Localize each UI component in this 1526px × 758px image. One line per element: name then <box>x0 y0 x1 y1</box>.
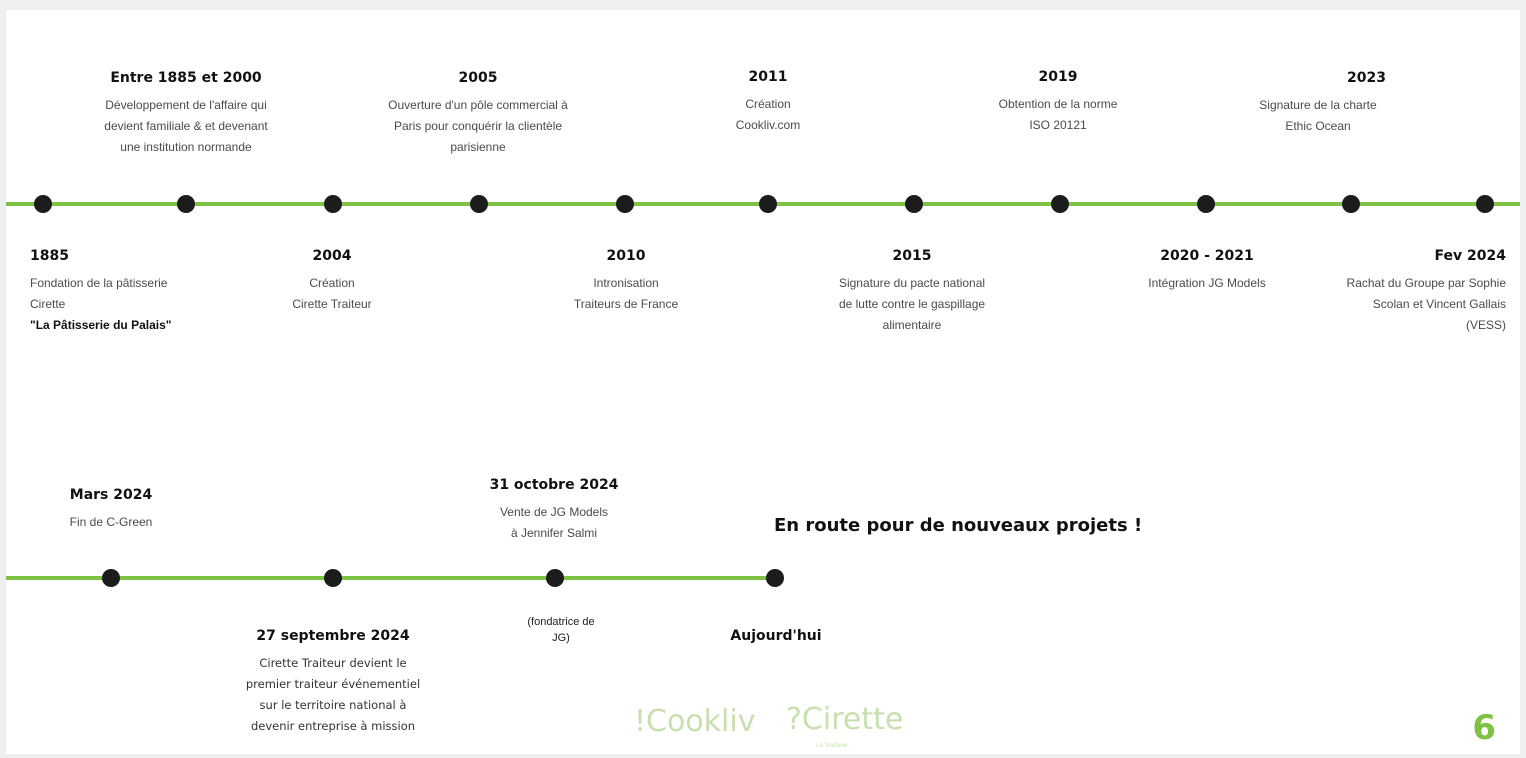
event-text: Intégration JG Models <box>1148 276 1266 290</box>
event-fev-2024: Fev 2024 Rachat du Groupe par Sophie Sco… <box>1306 246 1506 336</box>
event-highlight: "La Pâtisserie du Palais" <box>30 318 172 332</box>
event-text: Cirette Traiteur devient le premier trai… <box>245 656 421 733</box>
event-year: Mars 2024 <box>69 487 153 503</box>
timeline-dot <box>1476 195 1494 213</box>
event-year: 2015 <box>892 248 932 264</box>
event-27-septembre-2024: 27 septembre 2024 Cirette Traiteur devie… <box>218 626 448 737</box>
timeline-dot <box>905 195 923 213</box>
event-2004: 2004 Création Cirette Traiteur <box>262 246 402 315</box>
event-2005: 2005 Ouverture d'un pôle commercial à Pa… <box>368 68 588 158</box>
event-text: Fondation de la pâtisserie Cirette <box>30 276 168 311</box>
event-year: Aujourd'hui <box>730 628 822 644</box>
event-year: 2005 <box>458 70 498 86</box>
event-text: Signature de la charte Ethic Ocean <box>1259 98 1377 133</box>
timeline-dot <box>102 569 120 587</box>
timeline-dot <box>616 195 634 213</box>
event-year: 2019 <box>1038 69 1078 85</box>
cookliv-logo: !Cookliv <box>634 704 756 739</box>
event-text: Création Cookliv.com <box>735 97 801 132</box>
timeline-dot <box>1197 195 1215 213</box>
note-fondatrice: (fondatrice de JG) <box>527 616 595 644</box>
event-2020-2021: 2020 - 2021 Intégration JG Models <box>1122 246 1292 294</box>
event-year: 2011 <box>748 69 788 85</box>
timeline-dot <box>34 195 52 213</box>
event-text: Fin de C-Green <box>69 515 153 529</box>
event-year: Entre 1885 et 2000 <box>110 70 262 86</box>
event-year: 2004 <box>312 248 352 264</box>
timeline-dot <box>324 195 342 213</box>
page-number: 6 <box>1472 708 1496 748</box>
tagline: En route pour de nouveaux projets ! <box>774 515 1143 536</box>
timeline-dot <box>177 195 195 213</box>
cirette-logo-subtitle: Le Traiteur <box>816 742 848 749</box>
event-text: Rachat du Groupe par Sophie Scolan et Vi… <box>1346 276 1506 332</box>
event-2010: 2010 Intronisation Traiteurs de France <box>546 246 706 315</box>
timeline-dot <box>1051 195 1069 213</box>
event-2011: 2011 Création Cookliv.com <box>698 67 838 136</box>
event-text: Création Cirette Traiteur <box>292 276 372 311</box>
event-year: 2020 - 2021 <box>1160 248 1254 264</box>
event-2019: 2019 Obtention de la norme ISO 20121 <box>978 67 1138 136</box>
event-text: Obtention de la norme ISO 20121 <box>998 97 1118 132</box>
event-year: 1885 <box>30 248 69 264</box>
event-year: 2010 <box>606 248 646 264</box>
event-year: 31 octobre 2024 <box>489 477 619 493</box>
event-year: 27 septembre 2024 <box>256 628 410 644</box>
timeline-line-2 <box>6 576 778 580</box>
event-text: Ouverture d'un pôle commercial à Paris p… <box>388 98 568 154</box>
slide: Entre 1885 et 2000 Développement de l'af… <box>6 10 1520 754</box>
event-mars-2024: Mars 2024 Fin de C-Green <box>36 485 186 533</box>
event-year: Fev 2024 <box>1434 248 1506 264</box>
timeline-dot <box>324 569 342 587</box>
timeline-dot <box>1342 195 1360 213</box>
event-2023: 2023 Signature de la charte Ethic Ocean <box>1228 68 1408 137</box>
timeline-dot <box>546 569 564 587</box>
event-2015: 2015 Signature du pacte national de lutt… <box>812 246 1012 336</box>
event-text: Développement de l'affaire qui devient f… <box>104 98 268 154</box>
event-aujourdhui: Aujourd'hui <box>706 626 846 653</box>
event-text: Signature du pacte national de lutte con… <box>838 276 986 332</box>
event-1885-2000: Entre 1885 et 2000 Développement de l'af… <box>86 68 286 158</box>
event-1885: 1885 Fondation de la pâtisserie Cirette … <box>30 246 230 336</box>
event-year: 2023 <box>1347 70 1386 86</box>
timeline-dot <box>766 569 784 587</box>
cirette-logo: ?Cirette <box>786 702 904 737</box>
event-text: Intronisation Traiteurs de France <box>573 276 679 311</box>
event-31-octobre-2024: 31 octobre 2024 Vente de JG Models à Jen… <box>466 475 642 544</box>
timeline-dot <box>759 195 777 213</box>
timeline-dot <box>470 195 488 213</box>
event-text: Vente de JG Models à Jennifer Salmi <box>499 505 609 540</box>
